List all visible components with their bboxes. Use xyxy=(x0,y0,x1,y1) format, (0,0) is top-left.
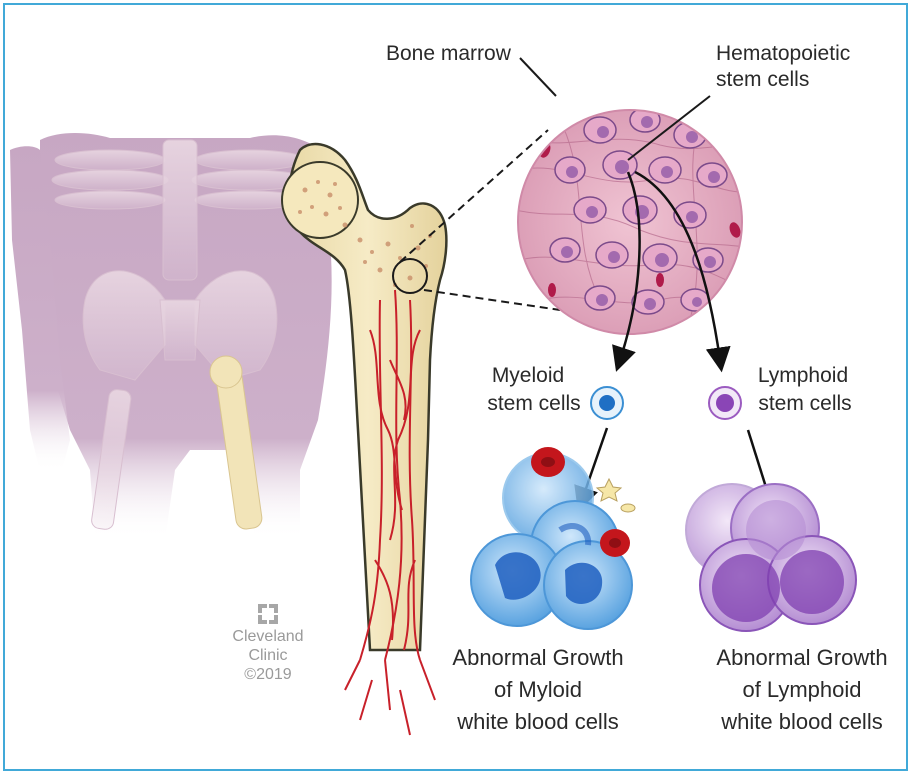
cleveland-clinic-logo-icon xyxy=(258,604,278,624)
abnormal-lymphoid-line3: white blood cells xyxy=(702,710,902,734)
lymphoid-stem-cell xyxy=(709,387,741,419)
hematopoietic-label-line1: Hematopoietic xyxy=(716,42,850,65)
myeloid-white-blood-cells xyxy=(471,447,635,629)
myeloid-label-line1: Myeloid xyxy=(488,364,568,387)
abnormal-lymphoid-line1: Abnormal Growth xyxy=(702,646,902,670)
abnormal-lymphoid-line2: of Lymphoid xyxy=(702,678,902,702)
lymphoid-label-line1: Lymphoid xyxy=(748,364,858,387)
abnormal-myeloid-line1: Abnormal Growth xyxy=(438,646,638,670)
myeloid-stem-cell xyxy=(591,387,623,419)
logo-text-line2: Clinic xyxy=(226,647,310,665)
copyright-text: ©2019 xyxy=(226,666,310,684)
bone-marrow-circle xyxy=(515,108,760,334)
abnormal-myeloid-line2: of Myloid xyxy=(438,678,638,702)
bone-marrow-label: Bone marrow xyxy=(386,42,511,65)
lymphoid-white-blood-cells xyxy=(686,484,856,631)
lymphoid-label-line2: stem cells xyxy=(750,392,860,415)
hematopoietic-label-line2: stem cells xyxy=(716,68,809,91)
abnormal-myeloid-line3: white blood cells xyxy=(438,710,638,734)
logo-text-line1: Cleveland xyxy=(226,628,310,646)
myeloid-label-line2: stem cells xyxy=(484,392,584,415)
